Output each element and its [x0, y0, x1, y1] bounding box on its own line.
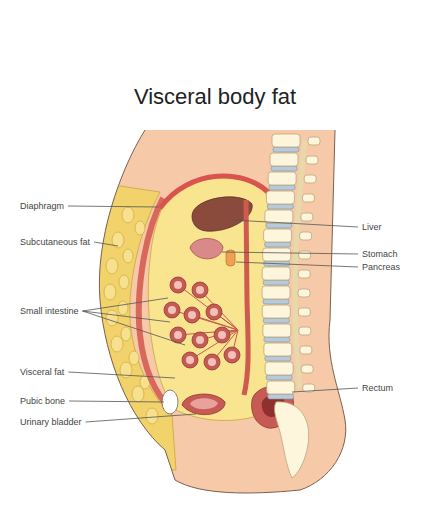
body-outline — [99, 130, 345, 493]
leader-lines — [68, 206, 358, 422]
liver — [192, 197, 252, 231]
leader-line — [83, 311, 170, 322]
leader-line — [69, 401, 164, 402]
spinous-process — [299, 327, 311, 335]
vertebra — [262, 267, 290, 280]
diagram-title: Visceral body fat — [0, 84, 430, 110]
intervertebral-disc — [266, 375, 292, 380]
spinous-process — [308, 137, 320, 145]
intestine-loops — [164, 277, 240, 370]
intervertebral-disc — [265, 242, 291, 247]
intervertebral-disc — [266, 223, 292, 228]
spinous-process — [302, 194, 314, 202]
spinous-process — [300, 232, 312, 240]
vertebra — [272, 134, 300, 147]
stomach — [190, 238, 223, 258]
spinous-process — [304, 175, 316, 183]
visceral-fat-area — [148, 178, 272, 421]
spinous-process — [301, 213, 313, 221]
spinous-process — [306, 156, 318, 164]
urinary-bladder — [182, 394, 225, 415]
part-label: Small intestine — [20, 305, 79, 317]
part-label: Liver — [362, 221, 382, 233]
aorta — [244, 200, 248, 395]
vertebra — [263, 324, 291, 337]
vertebra — [263, 248, 291, 261]
vertebra — [264, 229, 292, 242]
intervertebral-disc — [267, 204, 293, 209]
vertebra — [265, 362, 293, 375]
vertebra — [266, 191, 294, 204]
part-label: Visceral fat — [20, 366, 64, 378]
intervertebral-disc — [273, 147, 299, 152]
spinous-process — [298, 289, 310, 297]
leader-line — [222, 252, 358, 254]
intervertebral-disc — [268, 394, 294, 399]
sacrum — [275, 402, 309, 478]
leader-line — [236, 262, 358, 267]
spinous-process — [301, 365, 313, 373]
intervertebral-disc — [263, 280, 289, 285]
part-label: Urinary bladder — [20, 416, 82, 428]
spine — [262, 134, 320, 399]
vertebra — [267, 381, 295, 394]
intervertebral-disc — [263, 299, 289, 304]
spinous-process — [298, 270, 310, 278]
spinous-process — [299, 251, 311, 259]
vertebra — [268, 172, 296, 185]
leader-line — [86, 414, 196, 422]
vertebra — [265, 210, 293, 223]
pubic-bone — [162, 390, 178, 414]
vertebra — [270, 153, 298, 166]
leader-line — [83, 311, 185, 345]
vertebra — [262, 286, 290, 299]
leader-line — [68, 206, 158, 207]
intervertebral-disc — [265, 356, 291, 361]
leader-line — [94, 242, 118, 246]
leader-line — [292, 388, 358, 392]
leader-line — [232, 220, 358, 227]
part-label: Rectum — [362, 382, 393, 394]
spinous-process — [300, 346, 312, 354]
part-label: Stomach — [362, 248, 398, 260]
intervertebral-disc — [271, 166, 297, 171]
intervertebral-disc — [263, 318, 289, 323]
part-label: Pubic bone — [20, 395, 65, 407]
part-label: Subcutaneous fat — [20, 236, 90, 248]
part-label: Pancreas — [362, 261, 400, 273]
vertebra — [262, 305, 290, 318]
leader-line — [83, 298, 168, 311]
intervertebral-disc — [264, 337, 290, 342]
leader-line — [68, 372, 175, 378]
part-label: Diaphragm — [20, 200, 64, 212]
intervertebral-disc — [269, 185, 295, 190]
bladder-inner — [190, 398, 218, 409]
vertebra — [264, 343, 292, 356]
body-silhouette — [99, 130, 345, 493]
spinous-process — [298, 308, 310, 316]
